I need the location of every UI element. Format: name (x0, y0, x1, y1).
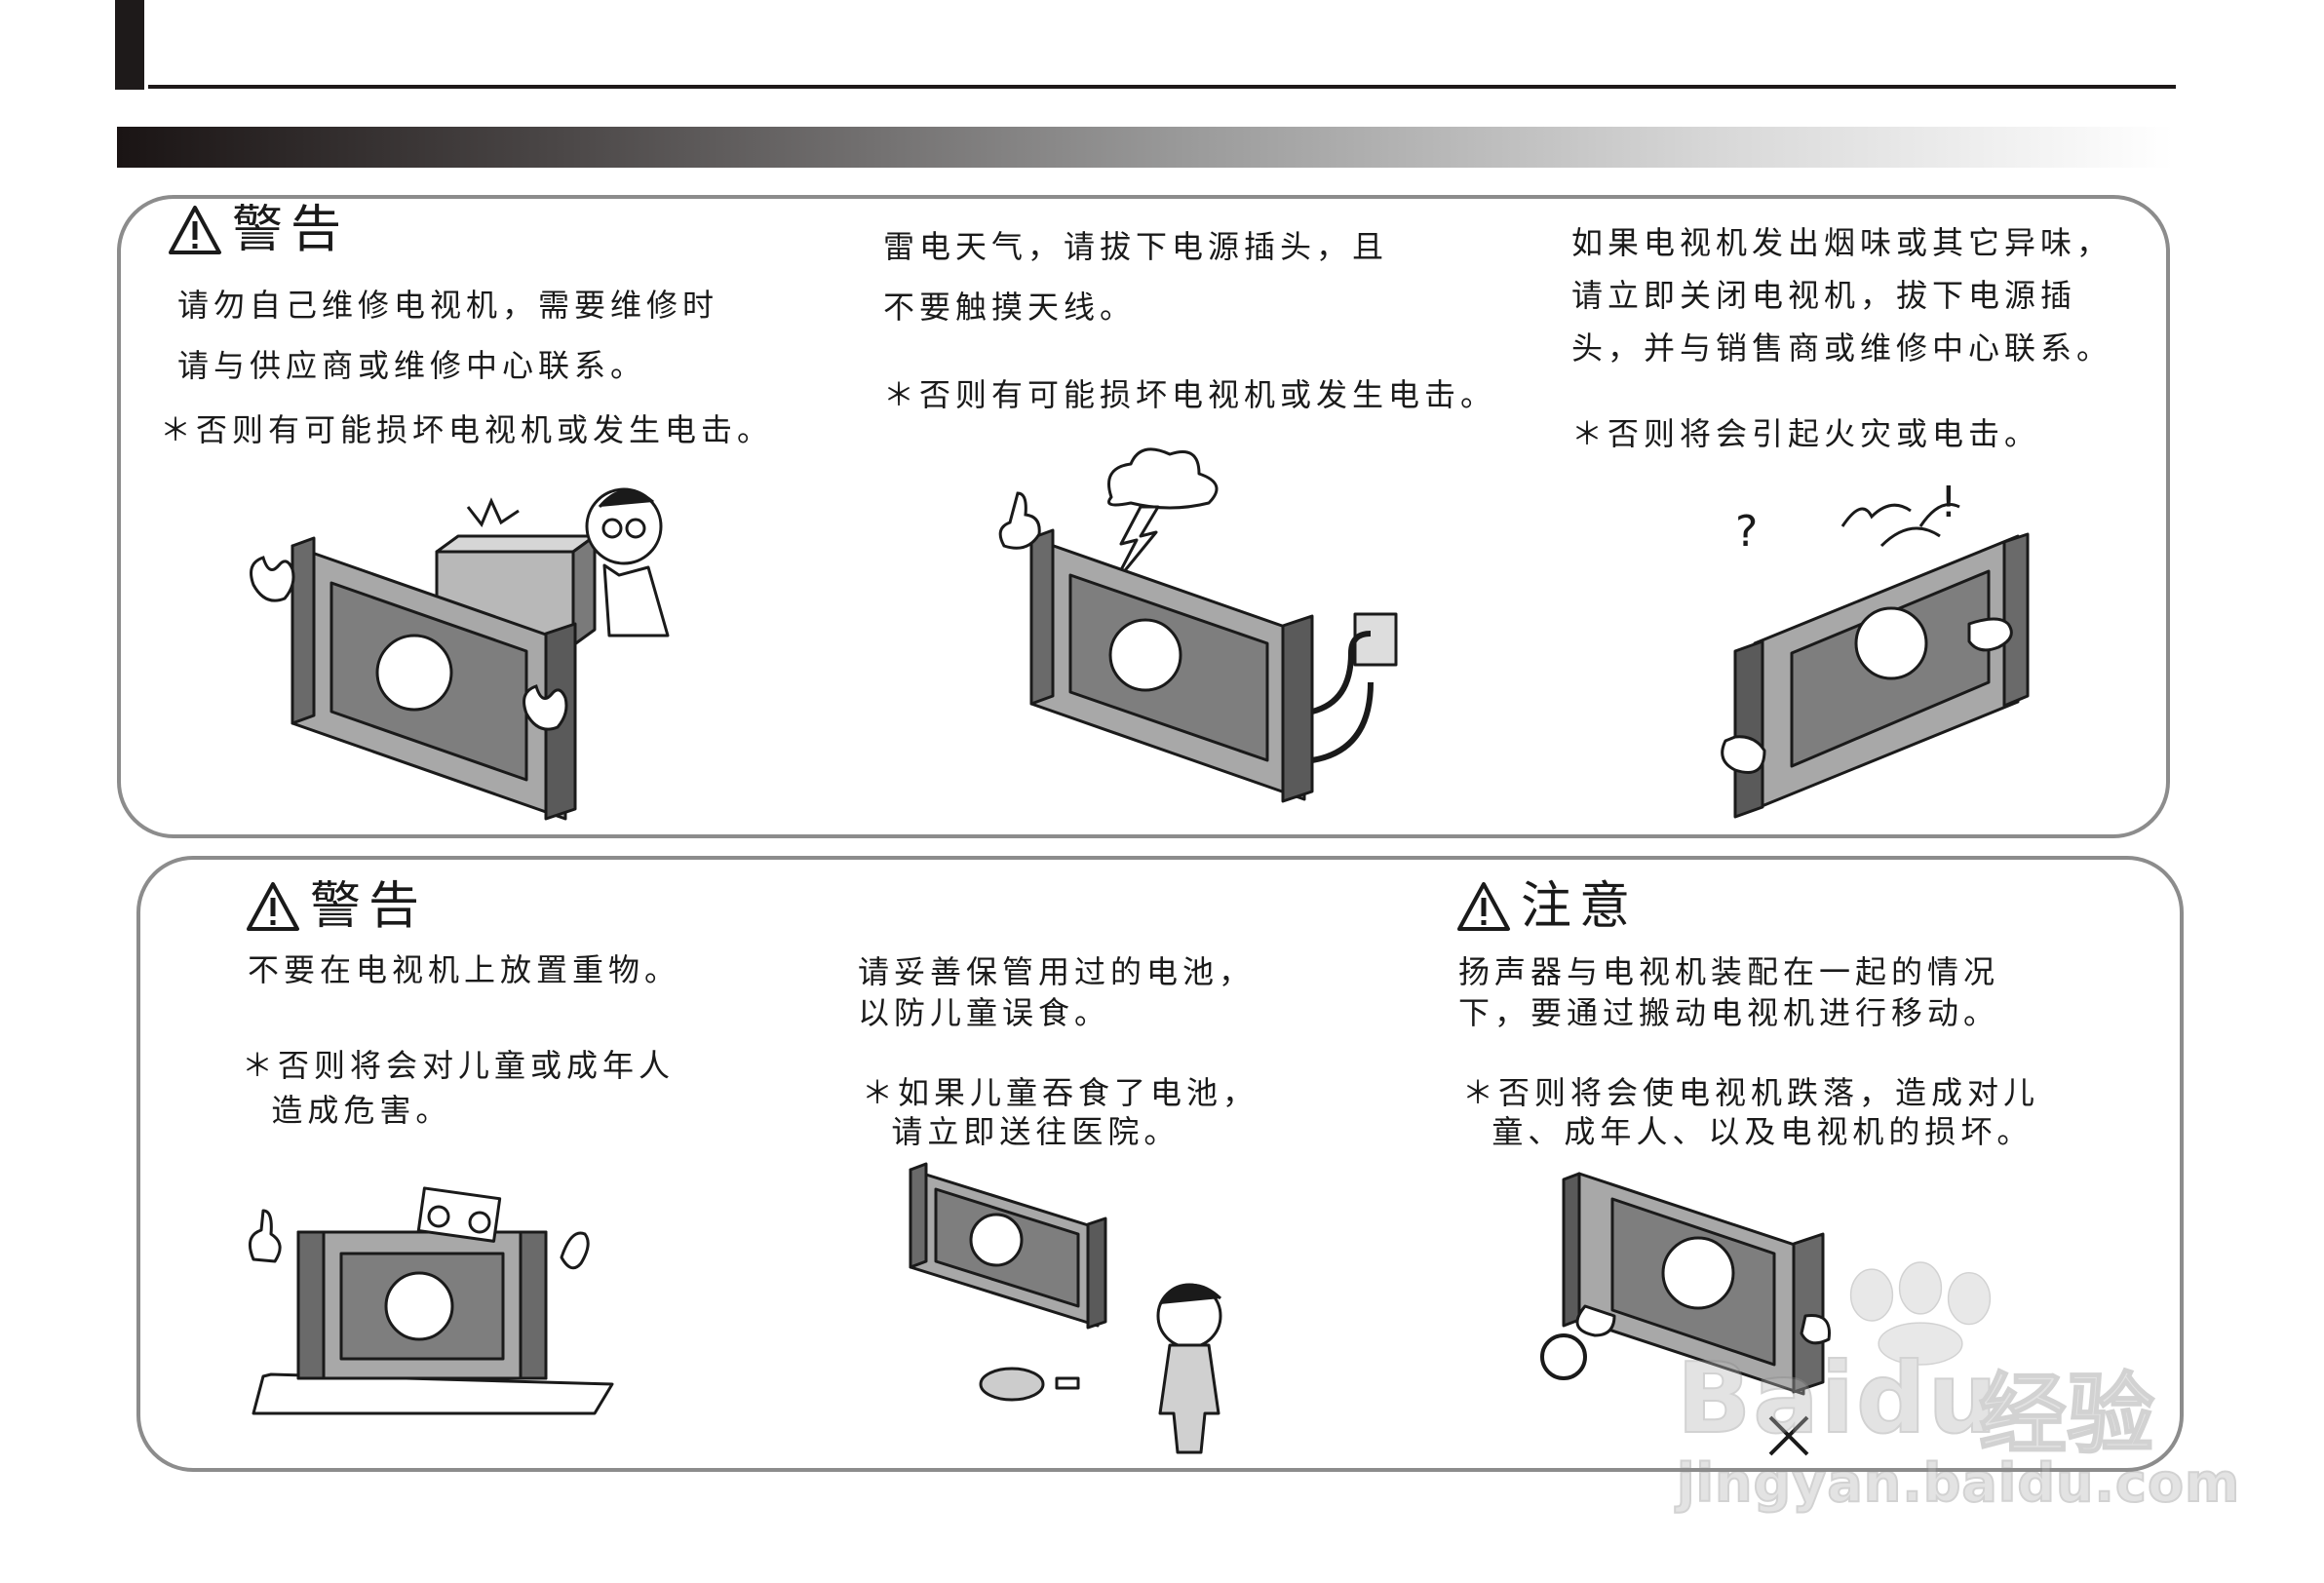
lightning-icon (1111, 505, 1160, 587)
p1c2-note: ＊否则有可能损坏电视机或发生电击。 (883, 376, 1497, 413)
watermark-brand-cn: 经验 (1978, 1363, 2155, 1467)
warning-panel-2 (136, 856, 2184, 1472)
p2c3-line2: 下，要通过搬动电视机进行移动。 (1458, 994, 2000, 1031)
watermark-brand-tail: du (1855, 1340, 1999, 1456)
illustration-heavy-object (224, 1170, 624, 1443)
p2c1-line1: 不要在电视机上放置重物。 (248, 951, 681, 988)
p1c2-line2: 不要触摸天线。 (883, 289, 1137, 326)
corner-tab-mark (115, 0, 144, 90)
panel1-heading-text: 警告 (232, 201, 350, 259)
p1c1-line2: 请与供应商或维修中心联系。 (177, 347, 647, 384)
p1c3-line2: 请立即关闭电视机，拔下电源插 (1571, 277, 2077, 314)
p2c3-line1: 扬声器与电视机装配在一起的情况 (1458, 953, 2000, 990)
panel2-warning-heading: 警告 (246, 877, 427, 936)
p1c2-line1: 雷电天气，请拔下电源插头，且 (883, 228, 1389, 265)
circle-ok-icon (1540, 1333, 1587, 1380)
gradient-banner (117, 127, 2174, 168)
p2c2-line1: 请妥善保管用过的电池， (858, 953, 1256, 990)
illustration-carry-tv (1530, 1160, 1940, 1472)
panel1-heading: 警告 (168, 201, 349, 259)
p1c3-line3: 头，并与销售商或维修中心联系。 (1571, 329, 2113, 367)
p2c1-note1: ＊否则将会对儿童或成年人 (242, 1047, 676, 1084)
panel2-caution-heading-text: 注意 (1521, 877, 1639, 936)
cross-no-icon (1768, 1415, 1809, 1456)
illustration-smoke: ? ! (1696, 458, 2106, 829)
p2c2-note2: 请立即送往医院。 (862, 1113, 1181, 1150)
paw-icon (1849, 1261, 1992, 1366)
svg-text:?: ? (1735, 507, 1758, 557)
watermark-brand-latin: Bai (1676, 1340, 1856, 1456)
header-rule (148, 85, 2176, 89)
p1c1-note: ＊否则有可能损坏电视机或发生电击。 (160, 411, 774, 448)
p1c3-line1: 如果电视机发出烟味或其它异味， (1571, 224, 2113, 261)
illustration-lightning (985, 439, 1443, 829)
p1c1-line1: 请勿自己维修电视机，需要维修时 (177, 287, 719, 324)
illustration-no-self-repair (214, 468, 721, 829)
warning-triangle-icon (247, 882, 299, 931)
p1c3-note: ＊否则将会引起火灾或电击。 (1571, 415, 2041, 452)
illustration-battery-child (897, 1150, 1267, 1462)
p2c2-note1: ＊如果儿童吞食了电池， (862, 1074, 1259, 1111)
p2c3-note1: ＊否则将会使电视机跌落，造成对儿 (1462, 1074, 2040, 1111)
warning-triangle-icon (169, 206, 221, 254)
warning-triangle-icon (1457, 882, 1510, 931)
p2c2-line2: 以防儿童误食。 (858, 994, 1111, 1031)
watermark-url: jingyan.baidu.com (1676, 1451, 2241, 1515)
panel2-warning-heading-text: 警告 (310, 877, 428, 936)
p2c3-note2: 童、成年人、以及电视机的损坏。 (1462, 1113, 2034, 1150)
svg-text:!: ! (1940, 478, 1957, 527)
baidu-watermark: Baidu 经验 jingyan.baidu.com (1676, 1248, 2240, 1521)
p2c1-note2: 造成危害。 (242, 1092, 452, 1129)
panel2-caution-heading: 注意 (1456, 877, 1638, 936)
